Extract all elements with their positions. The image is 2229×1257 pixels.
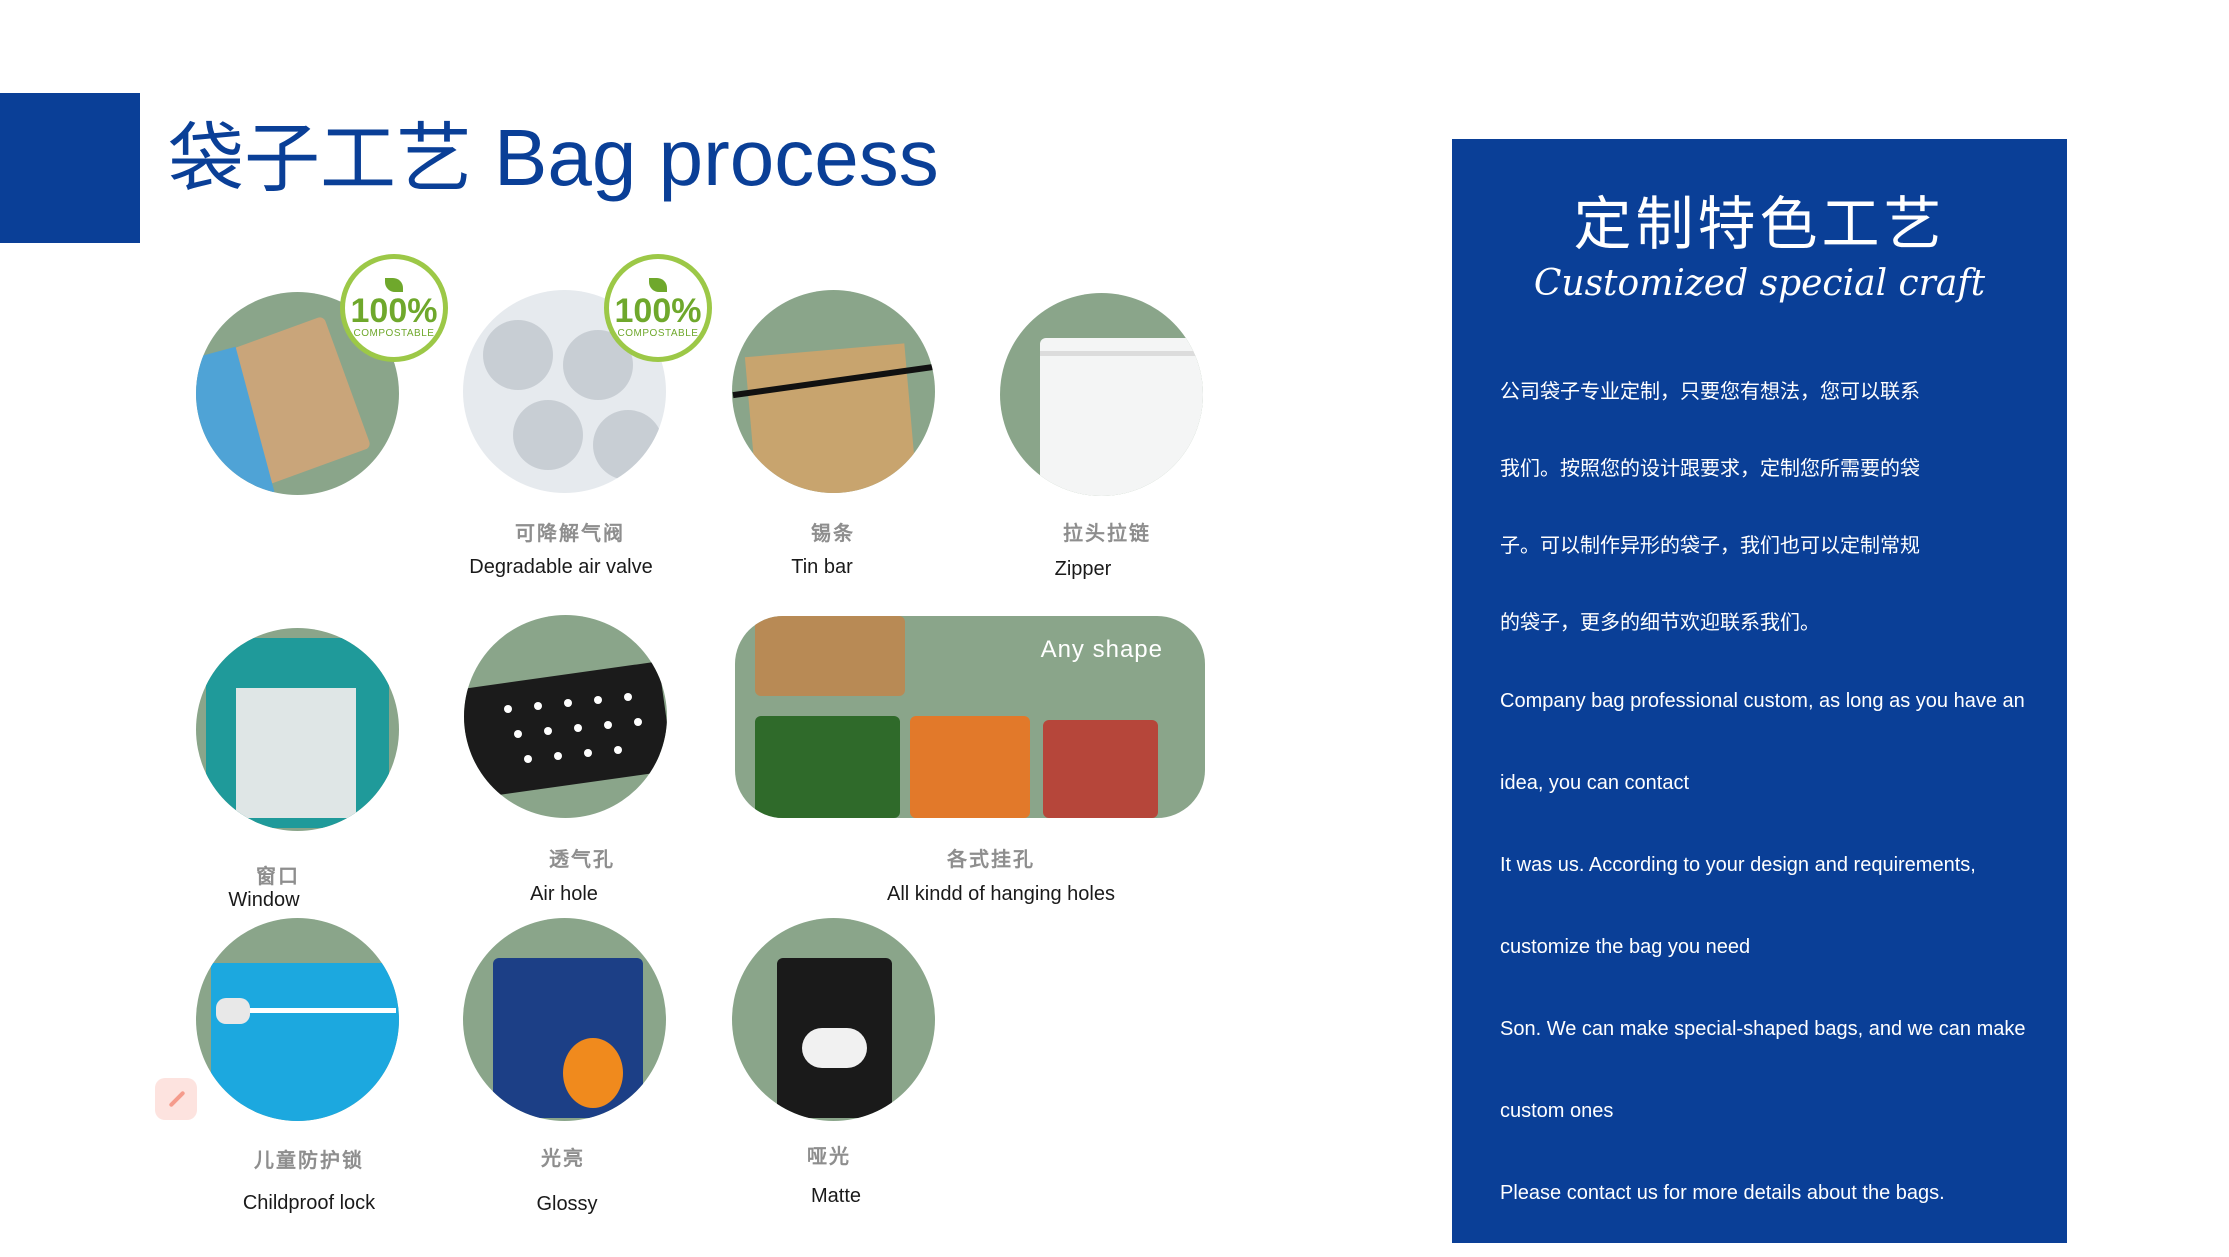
image-bag-pattern <box>755 616 905 696</box>
label-zh-childproof-lock: 儿童防护锁 <box>254 1150 364 1172</box>
label-en-zipper: Zipper <box>1054 558 1112 580</box>
badge-text: COMPOSTABLE <box>617 327 699 339</box>
compostable-badge: 100% COMPOSTABLE <box>340 254 448 362</box>
side-text-en-line: idea, you can contact <box>1500 772 1690 794</box>
image-bag-red <box>1043 720 1158 818</box>
label-en-window: Window <box>228 889 300 911</box>
badge-percent: 100% <box>614 291 702 330</box>
label-zh-matte: 哑光 <box>807 1146 851 1168</box>
image-bag-orange <box>910 716 1030 818</box>
label-zh-window: 窗口 <box>256 866 300 888</box>
image-air-hole <box>464 615 667 818</box>
side-text-en-line: customize the bag you need <box>1500 936 1751 958</box>
accent-block <box>0 93 140 243</box>
label-en-air-hole: Air hole <box>530 883 598 905</box>
any-shape-panel: Any shape <box>735 616 1205 818</box>
badge-percent: 100% <box>350 291 438 330</box>
badge-text: COMPOSTABLE <box>353 327 435 339</box>
custom-craft-panel: 定制特色工艺 Customized special craft 公司袋子专业定制… <box>1452 139 2067 1243</box>
side-title-en: Customized special craft <box>1533 263 1986 304</box>
side-text-en-line: Son. We can make special-shaped bags, an… <box>1500 1018 2026 1040</box>
image-bag-green <box>755 716 900 818</box>
label-zh-tin-bar: 锡条 <box>811 523 855 545</box>
label-zh-hanging-holes: 各式挂孔 <box>947 849 1035 871</box>
side-text-zh-line: 我们。按照您的设计跟要求，定制您所需要的袋 <box>1500 456 1920 480</box>
leaf-icon <box>385 277 403 292</box>
label-zh-zipper: 拉头拉链 <box>1063 523 1151 545</box>
side-text-zh-line: 的袋子，更多的细节欢迎联系我们。 <box>1500 610 1820 634</box>
label-en-glossy: Glossy <box>536 1193 598 1215</box>
image-zipper <box>1000 293 1203 496</box>
label-zh-air-hole: 透气孔 <box>549 849 615 871</box>
page-title-en: Bag process <box>494 113 939 202</box>
side-text-zh-line: 子。可以制作异形的袋子，我们也可以定制常规 <box>1500 533 1920 557</box>
image-matte-bag <box>732 918 935 1121</box>
compostable-badge: 100% COMPOSTABLE <box>604 254 712 362</box>
edit-pen-icon[interactable] <box>155 1078 197 1120</box>
label-en-hanging-holes: All kindd of hanging holes <box>887 883 1115 905</box>
leaf-icon <box>649 277 667 292</box>
image-window-bag <box>196 628 399 831</box>
label-en-childproof-lock: Childproof lock <box>242 1192 376 1214</box>
page-title-zh: 袋子工艺 <box>168 114 472 203</box>
any-shape-text: Any shape <box>1040 636 1163 663</box>
side-text-en-line: It was us. According to your design and … <box>1500 854 1976 876</box>
label-en-matte: Matte <box>810 1185 862 1207</box>
side-text-en-line: Please contact us for more details about… <box>1500 1182 1945 1204</box>
side-text-en-line: Company bag professional custom, as long… <box>1500 690 2025 712</box>
label-zh-degradable-air-valve: 可降解气阀 <box>515 523 625 545</box>
side-text-en-line: custom ones <box>1500 1100 1614 1122</box>
image-glossy-bag <box>463 918 666 1121</box>
label-zh-glossy: 光亮 <box>541 1148 585 1170</box>
label-en-degradable-air-valve: Degradable air valve <box>469 556 653 578</box>
image-tin-bar <box>732 290 935 493</box>
side-text-zh-line: 公司袋子专业定制，只要您有想法，您可以联系 <box>1500 379 1920 403</box>
label-en-tin-bar: Tin bar <box>791 556 853 578</box>
image-childproof-lock <box>196 918 399 1121</box>
side-title-zh: 定制特色工艺 <box>1573 190 1946 258</box>
